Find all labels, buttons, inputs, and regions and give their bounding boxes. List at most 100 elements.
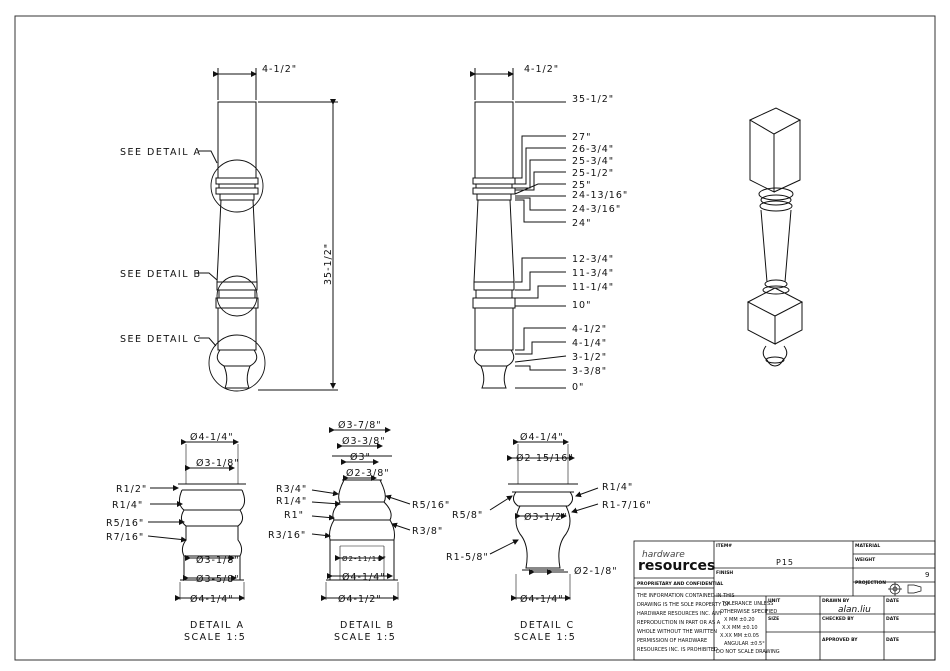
detail-c-radius-right-1: R1/4" (602, 482, 633, 493)
item-number: P15 (776, 558, 794, 567)
side-height-4-1-2: 4-1/2" (572, 324, 607, 335)
side-height-35-1-2: 35-1/2" (572, 94, 614, 105)
detail-b-radius-right-1: R5/16" (412, 500, 450, 511)
side-height-labels: 35-1/2" 27" 26-3/4" 25-3/4" 25-1/2" 25" … (572, 94, 627, 393)
side-height-3-1-2: 3-1/2" (572, 352, 607, 363)
front-height-dim: 35-1/2" (323, 243, 334, 285)
detail-c-drawing (489, 439, 599, 601)
detail-a-radius-1: R1/2" (116, 484, 147, 495)
date-label-1: DATE (886, 598, 899, 604)
checked-by-label: CHECKED BY (822, 616, 854, 622)
date-label-3: DATE (886, 637, 899, 643)
side-height-11-3-4: 11-3/4" (572, 268, 614, 279)
tolerance-line: DO NOT SCALE DRAWING (716, 649, 780, 655)
proprietary-title: PROPRIETARY AND CONFIDENTIAL (637, 581, 723, 587)
detail-a-drawing (147, 439, 246, 601)
proprietary-line: DRAWING IS THE SOLE PROPERTY OF (637, 602, 730, 608)
detail-b-dia-bottom-2: Ø4-1/2" (338, 594, 382, 605)
side-height-10: 10" (572, 300, 591, 311)
front-view (196, 68, 338, 392)
weight-value: 9 (925, 571, 929, 579)
callout-detail-c: SEE DETAIL C (120, 334, 202, 345)
detail-b-dia-1: Ø3-7/8" (338, 420, 382, 431)
detail-c-dia-foot: Ø2-1/8" (574, 566, 618, 577)
unit-label: UNIT (768, 598, 781, 604)
side-height-11-1-4: 11-1/4" (572, 282, 614, 293)
approved-by-label: APPROVED BY (822, 637, 858, 643)
proprietary-line: HARDWARE RESOURCES INC. ANY (637, 611, 723, 617)
proprietary-line: RESOURCES INC. IS PROHIBITED (637, 647, 718, 653)
detail-a-dia-bottom-1: Ø3-1/8" (196, 555, 240, 566)
detail-c-radius-left-1: R5/8" (452, 510, 483, 521)
detail-b-title: DETAIL B (340, 620, 395, 631)
side-height-27: 27" (572, 132, 591, 143)
front-width-dim: 4-1/2" (262, 64, 297, 75)
isometric-view (746, 107, 804, 367)
side-height-26-3-4: 26-3/4" (572, 144, 614, 155)
side-height-12-3-4: 12-3/4" (572, 254, 614, 265)
detail-c-dia-top: Ø4-1/4" (520, 432, 564, 443)
detail-b-scale: SCALE 1:5 (334, 632, 396, 643)
proprietary-line: WHOLE WITHOUT THE WRITTEN (637, 629, 717, 635)
detail-c-title: DETAIL C (520, 620, 575, 631)
detail-c-scale: SCALE 1:5 (514, 632, 576, 643)
projection-symbol-icon (888, 582, 922, 596)
proprietary-line: PERMISSION OF HARDWARE (637, 638, 707, 644)
side-width-dim: 4-1/2" (524, 64, 559, 75)
detail-b-dia-3: Ø3" (350, 452, 371, 463)
side-height-25-1-2: 25-1/2" (572, 168, 614, 179)
tolerance-line: X.X MM ±0.10 (722, 625, 758, 631)
detail-c-dia-bottom: Ø4-1/4" (520, 594, 564, 605)
detail-a-radius-4: R7/16" (106, 532, 144, 543)
side-view (470, 68, 567, 389)
date-label-2: DATE (886, 616, 899, 622)
detail-b-radius-left-1: R3/4" (276, 484, 307, 495)
callout-detail-a: SEE DETAIL A (120, 147, 202, 158)
tolerance-block: TOLERANCE UNLESS OTHERWISE SPECIFIED X M… (716, 601, 780, 655)
logo-resources: resources (638, 558, 715, 574)
detail-b-dia-bottom-1: Ø4-1/4" (342, 572, 386, 583)
side-height-25: 25" (572, 180, 591, 191)
sheet-border (14, 15, 936, 661)
projection-label: PROJECTION (855, 580, 886, 586)
side-height-3-3-8: 3-3/8" (572, 366, 607, 377)
detail-c-radius-right-2: R1-7/16" (602, 500, 652, 511)
material-label: MATERIAL (855, 543, 880, 549)
detail-a-dia-top: Ø4-1/4" (190, 432, 234, 443)
side-height-25-3-4: 25-3/4" (572, 156, 614, 167)
tolerance-line: X.XX MM ±0.05 (720, 633, 759, 639)
detail-c-dia-mid: Ø3-1/2" (524, 512, 568, 523)
detail-b-radius-left-2: R1/4" (276, 496, 307, 507)
callout-detail-b: SEE DETAIL B (120, 269, 202, 280)
drawn-by-label: DRAWN BY (822, 598, 850, 604)
detail-b-drawing (311, 427, 411, 601)
weight-label: WEIGHT (855, 557, 876, 563)
tolerance-line: X MM ±0.20 (724, 617, 755, 623)
side-height-0: 0" (572, 382, 584, 393)
detail-a-dia-bottom-2: Ø3-5/8" (196, 574, 240, 585)
proprietary-line: REPRODUCTION IN PART OR AS A (637, 620, 721, 626)
detail-b-radius-right-2: R3/8" (412, 526, 443, 537)
detail-a-radius-2: R1/4" (112, 500, 143, 511)
detail-b-radius-left-4: R3/16" (268, 530, 306, 541)
detail-a-dia-bottom-3: Ø4-1/4" (190, 594, 234, 605)
detail-b-dia-4: Ø2-3/8" (346, 468, 390, 479)
detail-a-title: DETAIL A (190, 620, 245, 631)
detail-a-radius-3: R5/16" (106, 518, 144, 529)
proprietary-line: THE INFORMATION CONTAINED IN THIS (636, 593, 735, 599)
tolerance-line: ANGULAR ±0.5° (724, 641, 765, 647)
detail-a-scale: SCALE 1:5 (184, 632, 246, 643)
logo-hardware: hardware (642, 550, 685, 560)
detail-b-dia-inner: Ø2-11/16" (342, 555, 387, 563)
detail-c-dia-neck: Ø2-15/16" (516, 453, 574, 464)
side-height-24-3-16: 24-3/16" (572, 204, 621, 215)
drawn-by-signature: alan.liu (838, 605, 871, 615)
proprietary-text: THE INFORMATION CONTAINED IN THIS DRAWIN… (636, 593, 735, 653)
items-label: ITEM# (716, 543, 732, 549)
detail-a-dia-neck: Ø3-1/8" (196, 458, 240, 469)
title-block-grid (633, 540, 936, 661)
detail-c-radius-left-2: R1-5/8" (446, 552, 489, 563)
detail-b-radius-left-3: R1" (284, 510, 304, 521)
tolerance-line: OTHERWISE SPECIFIED (720, 609, 777, 615)
